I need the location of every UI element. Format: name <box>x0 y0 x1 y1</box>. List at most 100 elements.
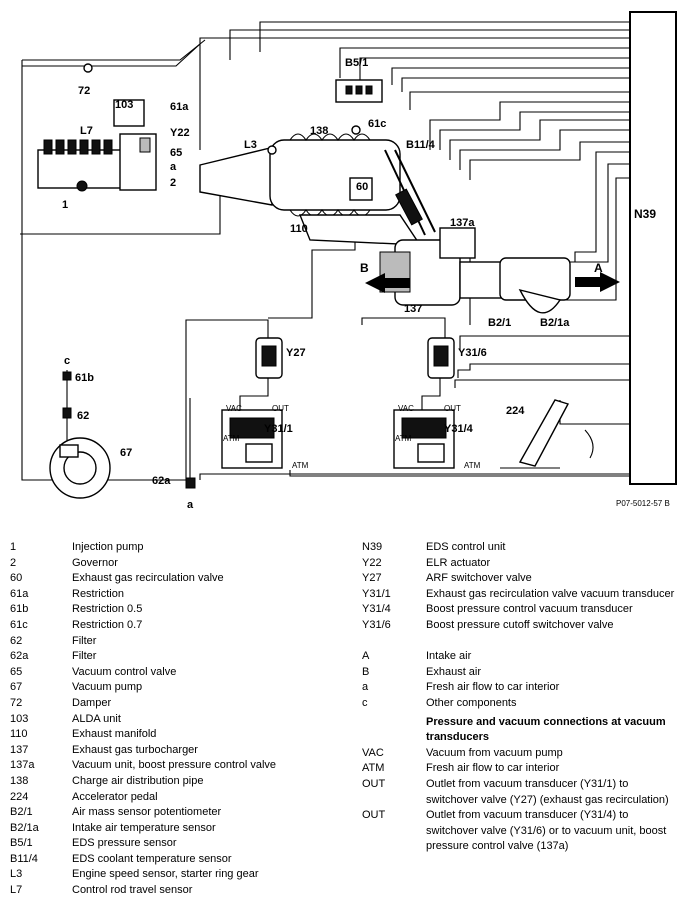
legend-description: Restriction 0.7 <box>72 618 143 631</box>
legend-code: 137 <box>10 743 29 756</box>
legend-description: EDS coolant temperature sensor <box>72 852 232 865</box>
legend-code: OUT <box>362 809 386 822</box>
legend-code: Y31/4 <box>362 603 391 616</box>
legend-code: 2 <box>10 556 17 569</box>
accelerator-pedal <box>500 399 594 469</box>
label-y27: Y27 <box>286 347 306 359</box>
label-224: 224 <box>506 405 525 417</box>
legend-code: L7 <box>10 884 23 897</box>
legend-description: Outlet from vacuum transducer (Y31/4) to… <box>426 809 667 853</box>
legend-row: Y31/4 Boost pressure control vacuum trans… <box>362 602 682 618</box>
label-b11-4: B11/4 <box>406 139 436 151</box>
label-1: 1 <box>62 199 68 211</box>
legend-row: Y31/6 Boost pressure cutoff switchover va… <box>362 618 682 634</box>
label-2: 2 <box>170 177 176 189</box>
label-61c: 61c <box>368 118 386 130</box>
legend-description: Vacuum control valve <box>72 665 177 678</box>
legend-description: Outlet from vacuum transducer (Y31/1) to… <box>426 777 669 806</box>
label-b5-1: B5/1 <box>345 57 368 69</box>
legend-row: Y31/1 Exhaust gas recirculation valve vac… <box>362 587 682 603</box>
label-a-top: a <box>170 161 177 173</box>
legend-code: 62a <box>10 650 29 663</box>
legend-description: Exhaust gas turbocharger <box>72 743 198 756</box>
legend-description: Restriction 0.5 <box>72 603 143 616</box>
legend-description: Vacuum from vacuum pump <box>426 746 563 759</box>
diagram-labels: B5/1 72 103 61a L7 Y22 65 a 2 1 L3 138 6… <box>62 57 670 511</box>
legend-code: Y31/1 <box>362 587 391 600</box>
label-137: 137 <box>404 303 422 315</box>
legend-code: 110 <box>10 728 28 741</box>
label-atm-1b: ATM <box>292 461 309 470</box>
legend-description: Exhaust manifold <box>72 728 157 741</box>
legend-row: OUT Outlet from vacuum transducer (Y31/4)… <box>362 808 682 855</box>
legend-description: Intake air temperature sensor <box>72 821 216 834</box>
label-y31-4: Y31/4 <box>444 423 474 435</box>
vacuum-pump <box>49 437 111 499</box>
legend-description: Exhaust gas recirculation valve <box>72 572 224 585</box>
legend-row: L7 Control rod travel sensor <box>10 883 350 899</box>
legend-code: L3 <box>10 868 23 881</box>
legend-code: 61a <box>10 587 29 600</box>
switchover-valve-y27 <box>255 337 283 379</box>
legend-description: EDS control unit <box>426 541 506 553</box>
label-atm-2b: ATM <box>464 461 481 470</box>
legend-description: Boost pressure control vacuum transducer <box>426 603 633 616</box>
label-vac-2: VAC <box>398 404 414 413</box>
engine-assembly <box>199 125 436 246</box>
legend-row: 110 Exhaust manifold <box>10 727 350 743</box>
legend-code: OUT <box>362 777 386 790</box>
legend-code: Y31/6 <box>362 618 391 631</box>
legend-code: 1 <box>10 541 17 553</box>
legend-code: B5/1 <box>10 837 33 850</box>
airflow-arrows <box>365 272 620 293</box>
label-y31-1: Y31/1 <box>264 423 293 435</box>
label-72: 72 <box>78 85 90 97</box>
label-103: 103 <box>115 99 133 111</box>
label-n39: N39 <box>634 207 656 221</box>
legend-description: Boost pressure cutoff switchover valve <box>426 618 614 631</box>
legend-code: c <box>362 696 368 709</box>
legend-code: 65 <box>10 665 23 678</box>
legend-row: B5/1 EDS pressure sensor <box>10 836 350 852</box>
legend-description: Filter <box>72 650 97 663</box>
legend-code: 224 <box>10 790 29 803</box>
label-atm-1a: ATM <box>223 434 240 443</box>
legend-description: Vacuum pump <box>72 681 143 694</box>
vacuum-lines <box>20 39 471 481</box>
legend-description: ELR actuator <box>426 556 491 569</box>
legend-code: 103 <box>10 712 29 725</box>
switchover-valve-y31-6 <box>427 337 455 379</box>
restriction-61b <box>62 371 72 381</box>
legend-description: Control rod travel sensor <box>72 884 193 897</box>
legend-description: Damper <box>72 696 112 709</box>
label-137a: 137a <box>450 217 475 229</box>
legend-row: 137 Exhaust gas turbocharger <box>10 743 350 759</box>
legend-row: 72 Damper <box>10 696 350 712</box>
legend-description: Exhaust gas recirculation valve vacuum t… <box>426 587 675 600</box>
label-out-2: OUT <box>444 404 461 413</box>
filter-62 <box>62 407 72 419</box>
legend-code: 72 <box>10 696 23 709</box>
label-138: 138 <box>310 125 328 137</box>
legend-description: EDS pressure sensor <box>72 837 177 850</box>
label-65: 65 <box>170 147 182 159</box>
turbocharger <box>379 227 571 314</box>
legend-description: Exhaust air <box>426 665 482 678</box>
legend-description: Restriction <box>72 587 124 600</box>
legend-code: 138 <box>10 774 29 787</box>
legend-code: 60 <box>10 572 23 585</box>
figure-reference: P07-5012-57 B <box>616 499 670 508</box>
legend-code: A <box>362 650 370 663</box>
